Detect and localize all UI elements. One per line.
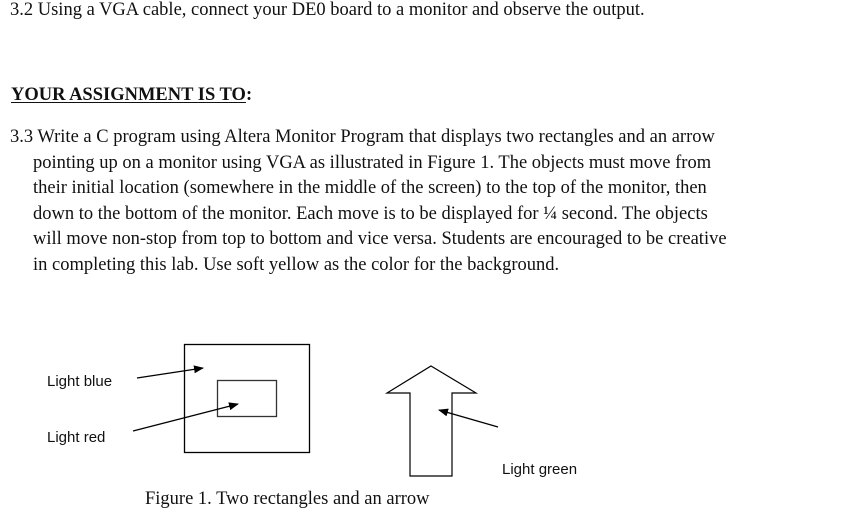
section-3-2-text: 3.2 Using a VGA cable, connect your DE0 … <box>10 0 645 20</box>
assignment-heading-colon: : <box>245 85 253 105</box>
paragraph-line: in completing this lab. Use soft yellow … <box>33 254 560 275</box>
assignment-heading-text: YOUR ASSIGNMENT IS TO <box>11 85 246 105</box>
light-blue-pointer-arrow <box>136 365 204 379</box>
light-red-pointer-arrow <box>132 402 239 432</box>
label-light-red: Light red <box>47 429 106 446</box>
paragraph-line: pointing up on a monitor using VGA as il… <box>33 152 712 173</box>
outer-rectangle <box>183 343 311 454</box>
assignment-heading: YOUR ASSIGNMENT IS TO: <box>11 84 252 106</box>
paragraph-line: will move non-stop from top to bottom an… <box>33 229 727 249</box>
inner-rectangle <box>216 379 278 418</box>
figure-caption: Figure 1. Two rectangles and an arrow <box>145 489 430 509</box>
paragraph-line: their initial location (somewhere in the… <box>33 178 707 198</box>
light-green-pointer-arrow <box>438 408 499 428</box>
label-light-green: Light green <box>502 461 578 478</box>
up-arrow-shape <box>384 365 479 477</box>
paragraph-line: down to the bottom of the monitor. Each … <box>33 203 708 224</box>
paragraph-line: 3.3 Write a C program using Altera Monit… <box>10 127 715 147</box>
section-3-3-paragraph: 3.3 Write a C program using Altera Monit… <box>10 125 727 278</box>
label-light-blue: Light blue <box>47 373 113 390</box>
